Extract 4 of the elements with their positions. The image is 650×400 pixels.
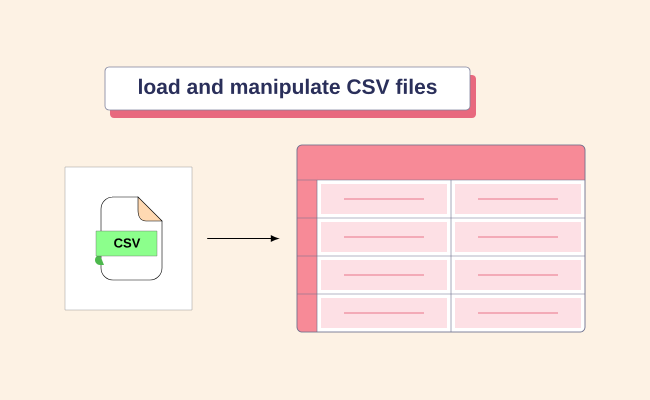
table-drawing <box>296 144 586 332</box>
file-card: CSV <box>64 166 192 310</box>
banner-box: load and manipulate CSV files <box>104 66 476 118</box>
arrow <box>206 235 278 242</box>
